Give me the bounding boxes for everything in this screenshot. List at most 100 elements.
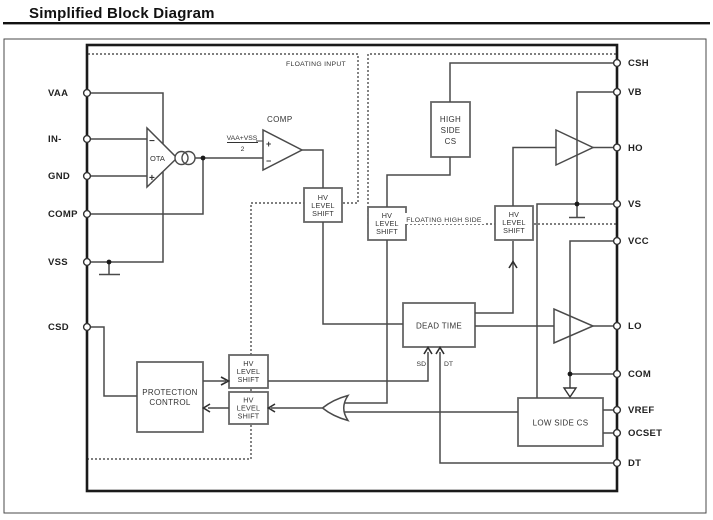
pin-terminal-in-minus [82,134,92,144]
block-low-side-cs [517,397,604,447]
block-hv-level-shift-sd-out [228,354,269,389]
hv2-line3: SHIFT [376,227,398,236]
wire-csd [87,326,137,397]
pin-terminal-vref [612,405,622,415]
pin-label-ho: HO [628,143,643,154]
dead-time-label: DEAD TIME [416,322,462,331]
hv1-line2: LEVEL [311,201,334,210]
pin-label-in-minus: IN- [48,134,62,145]
wires [87,62,617,464]
protection-line2: CONTROL [149,398,190,407]
hv2-line1: HV [382,211,392,220]
junction-dot-vss [106,259,112,265]
pin-label-ocset: OCSET [628,428,662,439]
protection-line1: PROTECTION [142,388,197,397]
outer-frame [3,38,707,514]
region-label-floating-input: FLOATING INPUT [286,61,346,68]
title-underline [3,22,710,25]
ota-minus-sign: − [149,136,155,147]
pin-label-vref: VREF [628,405,655,416]
pin-label-csd: CSD [48,322,69,333]
wire-csh [449,62,617,102]
block-hv-level-shift-comp-out [303,187,343,223]
hv4-line3: SHIFT [238,375,260,384]
region-label-floating-high-side: FLOATING HIGH SIDE [406,217,482,224]
hv5-line1: HV [243,396,253,405]
pin-label-vss: VSS [48,257,68,268]
arrowhead-into-levelshift-fault-icon [266,403,276,413]
pin-terminal-vaa [82,88,92,98]
hv1-line3: SHIFT [312,209,334,218]
pin-terminal-vcc [612,236,622,246]
pin-label-csh: CSH [628,58,649,69]
hv1-line1: HV [318,193,328,202]
block-hv-level-shift-fault-return [228,391,269,425]
pin-terminal-vb [612,87,622,97]
pin-labels: VAA IN- GND COMP VSS CSD CSH VB HO VS VC… [48,58,662,469]
wire-hscs-to-levelshift [386,157,451,207]
arrowhead-into-protection-icon [201,403,211,413]
junction-dot-ota-output [200,155,206,161]
ref-denominator: 2 [241,146,245,153]
junction-dot-com [567,371,573,377]
ref-numerator: VAA+VSS [227,135,258,142]
pin-terminals [82,58,622,468]
pin-terminal-csh [612,58,622,68]
wire-vcc [569,240,617,374]
hv2-line2: LEVEL [375,219,398,228]
pin-terminal-comp [82,209,92,219]
wire-levelshift-to-or [344,240,388,404]
wire-comp-output [302,149,324,188]
pin-label-vcc: VCC [628,236,649,247]
pin-terminal-ocset [612,428,622,438]
block-hv-level-shift-fault-in [367,206,407,241]
junction-dot-vs [574,201,580,207]
pin-terminal-ho [612,143,622,152]
comp-comparator-triangle [262,128,304,172]
arrowhead-into-levelshift-sd-icon [220,376,231,386]
arrowhead-sd-up-icon [423,345,433,355]
wire-vss [87,172,164,263]
hscs-line3: CS [445,137,457,146]
pin-terminal-vss [82,257,92,267]
hv4-line2: LEVEL [237,367,260,376]
pin-terminal-com [612,369,622,379]
floating-high-side-region-outline [367,53,616,225]
wire-levelshift-to-deadtime [322,222,403,325]
hscs-line1: HIGH [440,115,461,124]
pin-terminal-dt [612,458,622,468]
wire-comp-feedback [87,158,204,215]
region-label-bg [402,213,486,224]
comp-plus-sign: + [266,139,271,149]
pin-terminal-csd [82,322,92,332]
ota-amplifier-triangle [146,126,179,189]
hv3-line3: SHIFT [503,226,525,235]
pin-terminal-vs [612,199,622,209]
signal-label-sd: SD [417,361,427,368]
wire-dt [439,352,617,464]
pin-terminal-lo [612,321,622,331]
pin-terminal-gnd [82,171,92,181]
pin-label-dt: DT [628,458,641,469]
low-side-cs-label: LOW SIDE CS [533,419,589,428]
hv3-line1: HV [509,210,519,219]
block-protection-control [136,361,204,433]
arrowhead-dt-up-icon [435,345,445,355]
wire-sd [268,352,429,382]
block-hv-level-shift-gate-drive [494,205,534,241]
or-gate [321,394,350,422]
block-dead-time [402,302,476,348]
ota-label: OTA [150,154,165,163]
pin-label-comp: COMP [48,209,78,220]
page-title: Simplified Block Diagram [29,5,215,22]
block-labels: HV LEVEL SHIFT HV LEVEL SHIFT HV LEVEL S… [142,115,588,428]
hv5-line3: SHIFT [238,412,260,421]
hv3-line2: LEVEL [502,218,525,227]
comp-label: COMP [267,115,293,124]
wire-vs [536,203,617,398]
hv4-line1: HV [243,359,253,368]
pin-label-gnd: GND [48,171,70,182]
hscs-line2: SIDE [441,126,461,135]
